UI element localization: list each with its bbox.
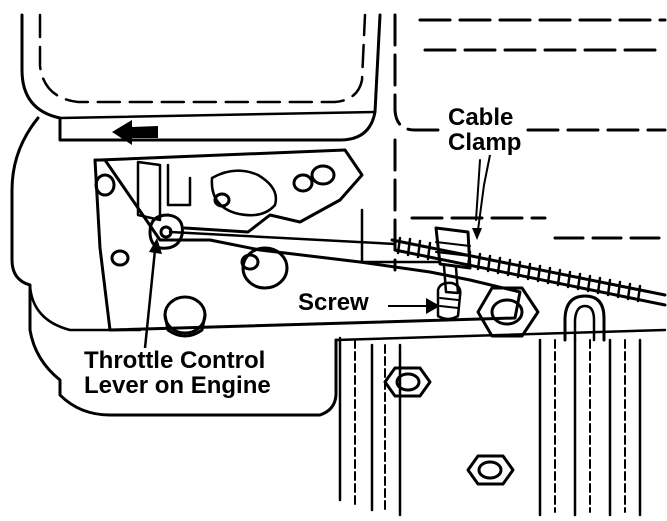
screw-label: Screw [296, 289, 371, 316]
screw-pointer-arrow [388, 298, 440, 314]
engine-block-outline [10, 116, 338, 417]
crankcase-fins [338, 336, 642, 517]
cable-clamp-label: Cable Clamp [446, 104, 524, 157]
hex-bolt [476, 286, 540, 338]
cable-clamp-label-line2: Clamp [448, 129, 522, 157]
leader-throttle [143, 248, 157, 350]
throttle-lever-label-line2: Lever on Engine [84, 372, 271, 400]
clamp-screw [436, 281, 462, 321]
throttle-cable-wire [168, 230, 397, 246]
throttle-lever-label-line1: Throttle Control [84, 347, 266, 374]
fuel-tank-inner-edge [38, 13, 367, 104]
cable-clamp-label-line1: Cable [448, 104, 514, 131]
control-bracket [93, 158, 522, 332]
throttle-lever-label: Throttle Control Lever on Engine [82, 348, 273, 398]
left-arrow-icon [112, 120, 158, 145]
leader-cable-clamp [477, 154, 491, 231]
throttle-pointer-arrow [149, 238, 162, 254]
fuel-tank [20, 13, 382, 142]
clamp-pointer-arrow [472, 228, 482, 240]
engine-shroud [393, 13, 667, 132]
